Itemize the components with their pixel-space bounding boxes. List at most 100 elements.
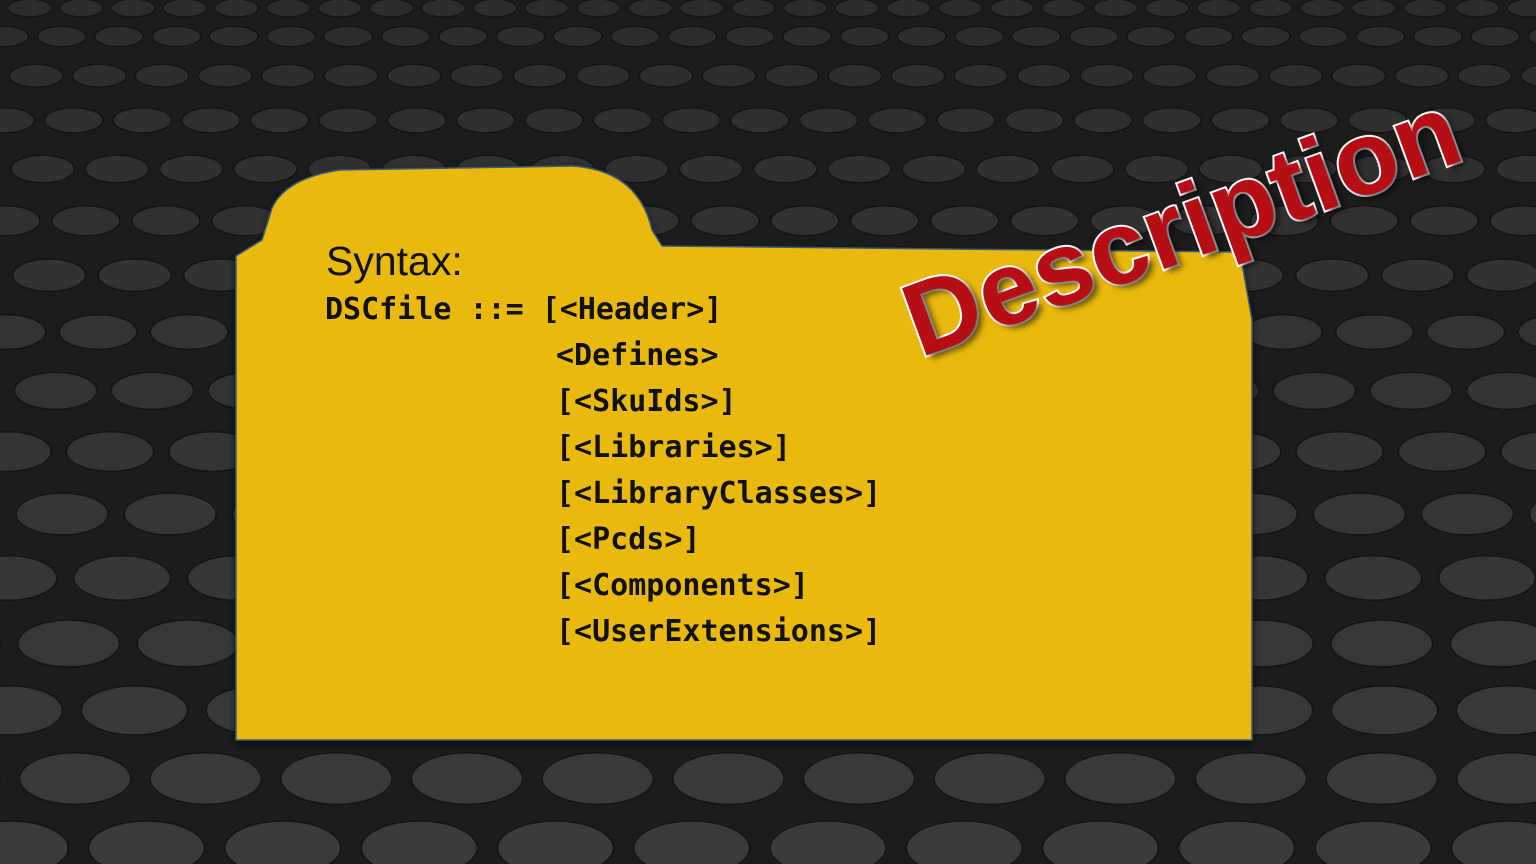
background-disc — [43, 106, 104, 134]
background-disc — [1068, 25, 1119, 48]
background-disc — [233, 154, 298, 184]
background-disc — [1040, 0, 1087, 18]
background-disc — [1249, 205, 1320, 237]
background-disc — [495, 25, 546, 48]
background-disc — [1517, 316, 1536, 348]
background-disc — [1397, 431, 1487, 473]
background-disc — [8, 63, 64, 88]
background-disc — [1312, 492, 1407, 536]
background-disc — [1351, 0, 1397, 18]
background-disc — [1346, 154, 1412, 184]
background-disc — [609, 25, 661, 48]
background-disc — [678, 154, 744, 184]
background-disc — [1004, 106, 1065, 134]
background-disc — [1297, 25, 1349, 48]
background-disc — [552, 25, 603, 48]
background-disc — [764, 63, 820, 88]
background-disc — [1454, 0, 1501, 18]
background-disc — [850, 205, 920, 237]
background-disc — [197, 63, 253, 88]
background-disc — [87, 820, 206, 864]
background-disc — [368, 0, 415, 18]
background-disc — [10, 154, 76, 184]
background-disc — [1196, 0, 1242, 18]
background-disc — [929, 205, 1000, 237]
background-disc — [724, 25, 775, 48]
background-disc — [1314, 820, 1432, 864]
background-disc — [249, 106, 310, 134]
background-disc — [1409, 205, 1479, 237]
background-disc — [752, 154, 818, 184]
background-disc — [975, 154, 1041, 184]
background-disc — [1455, 685, 1536, 736]
background-disc — [1449, 619, 1536, 668]
background-disc — [782, 0, 828, 18]
background-disc — [933, 752, 1047, 806]
background-disc — [15, 492, 109, 536]
background-disc — [661, 106, 722, 134]
background-disc — [323, 63, 379, 88]
background-disc — [97, 258, 172, 293]
background-disc — [110, 0, 156, 18]
background-disc — [541, 752, 655, 806]
background-disc — [323, 25, 374, 48]
background-disc — [151, 25, 202, 48]
background-disc — [134, 63, 190, 88]
background-disc — [953, 25, 1005, 48]
background-disc — [0, 685, 64, 736]
background-disc — [770, 205, 840, 237]
background-disc — [1355, 25, 1406, 48]
background-disc — [437, 25, 489, 48]
background-disc — [802, 752, 916, 806]
background-disc — [523, 0, 570, 18]
background-disc — [1041, 820, 1160, 864]
background-disc — [0, 106, 36, 134]
background-disc — [1089, 205, 1160, 237]
background-disc — [317, 0, 363, 18]
background-disc — [1520, 64, 1536, 87]
code-line: [<Components>] — [556, 568, 809, 603]
background-disc — [1272, 154, 1338, 184]
background-disc — [420, 0, 467, 18]
background-disc — [71, 63, 127, 88]
background-disc — [318, 106, 379, 134]
background-disc — [51, 205, 121, 237]
background-disc — [11, 258, 87, 293]
background-disc — [1484, 106, 1536, 134]
background-disc — [455, 106, 516, 134]
background-disc — [1324, 555, 1423, 601]
background-disc — [449, 63, 505, 88]
background-disc — [65, 431, 155, 473]
background-disc — [827, 154, 892, 184]
background-disc — [885, 0, 932, 18]
background-disc — [730, 0, 777, 18]
background-disc — [208, 25, 259, 48]
background-disc — [935, 106, 996, 134]
background-disc — [953, 63, 1009, 88]
background-disc — [1334, 313, 1415, 351]
background-disc — [496, 820, 615, 864]
background-disc — [1500, 431, 1536, 472]
background-disc — [181, 106, 241, 134]
background-disc — [1299, 0, 1345, 18]
background-disc — [1416, 106, 1477, 134]
code-line: DSCfile ::= [<Header>] — [325, 292, 723, 327]
background-disc — [1124, 154, 1189, 184]
background-disc — [1412, 25, 1463, 48]
background-disc — [386, 106, 447, 134]
background-disc — [1495, 154, 1536, 184]
background-disc — [1079, 63, 1135, 88]
background-disc — [213, 0, 260, 18]
background-disc — [80, 685, 189, 736]
background-disc — [1240, 25, 1291, 48]
background-disc — [604, 154, 670, 184]
background-disc — [632, 820, 751, 864]
background-disc — [839, 25, 890, 48]
background-disc — [84, 154, 150, 184]
background-disc — [1278, 106, 1339, 134]
background-disc — [627, 0, 673, 18]
background-disc — [781, 25, 833, 48]
background-disc — [265, 0, 311, 18]
background-disc — [592, 106, 653, 134]
background-disc — [1347, 106, 1408, 134]
